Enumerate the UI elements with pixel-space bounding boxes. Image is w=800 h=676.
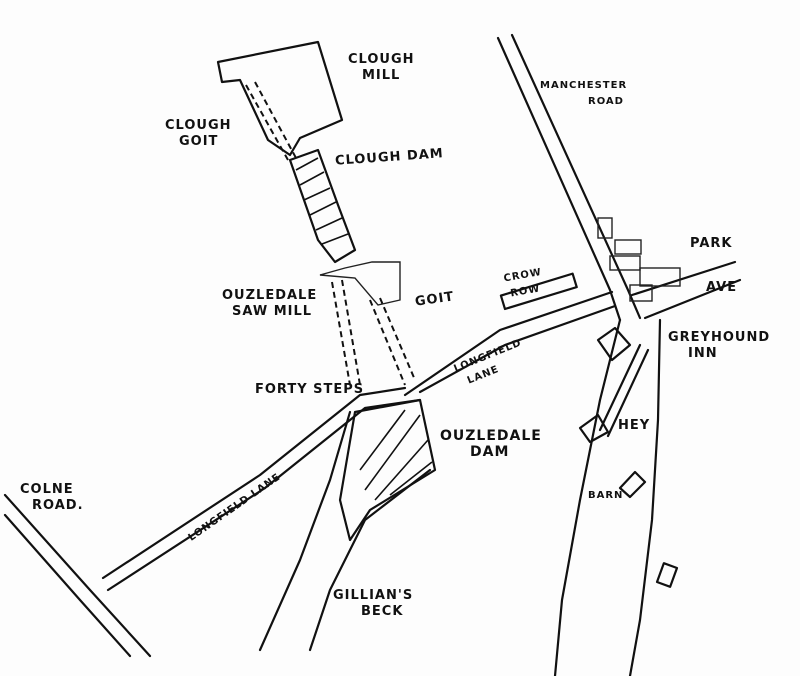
road-south-east xyxy=(628,318,662,676)
ouzledale-dam xyxy=(338,398,437,542)
ouzledale-dam-hatching xyxy=(359,409,433,501)
longfield-lane-upper-edge xyxy=(418,304,617,394)
clough-dam xyxy=(288,148,357,264)
small-building xyxy=(655,562,679,588)
label-forty-steps: FORTY STEPS xyxy=(255,382,365,397)
crow-row-building xyxy=(499,272,578,311)
saw-mill-goit-channel xyxy=(331,281,351,386)
houses-manchester-road xyxy=(597,217,681,302)
greyhound-inn-building xyxy=(596,326,632,362)
longfield-lane-upper xyxy=(403,290,614,397)
clough-dam-hatching xyxy=(295,157,349,245)
colne-road xyxy=(3,493,152,658)
ouzledale-saw-mill-building xyxy=(319,261,401,306)
manchester-road-edge xyxy=(510,33,642,320)
gillians-beck-edge xyxy=(308,468,432,652)
clough-goit-channel-2 xyxy=(254,81,297,159)
barn-building xyxy=(618,470,647,499)
colne-road-edge xyxy=(3,513,132,658)
saw-mill-goit-channel-2 xyxy=(341,279,361,386)
clough-goit-channel xyxy=(245,84,289,161)
label-barn: BARN xyxy=(588,490,624,501)
goit-channel xyxy=(369,299,406,386)
manchester-road xyxy=(496,36,622,322)
longfield-lane-lower xyxy=(101,386,407,580)
park-avenue xyxy=(630,260,737,297)
path-to-hey-2 xyxy=(606,348,650,438)
hey-building xyxy=(578,413,610,444)
clough-mill-building xyxy=(216,40,344,157)
road-south-west xyxy=(553,318,622,676)
park-avenue-edge xyxy=(643,278,742,320)
path-to-hey xyxy=(598,343,642,432)
label-hey: HEY xyxy=(618,418,651,433)
gillians-beck xyxy=(258,410,352,652)
goit-channel-2 xyxy=(379,297,416,381)
